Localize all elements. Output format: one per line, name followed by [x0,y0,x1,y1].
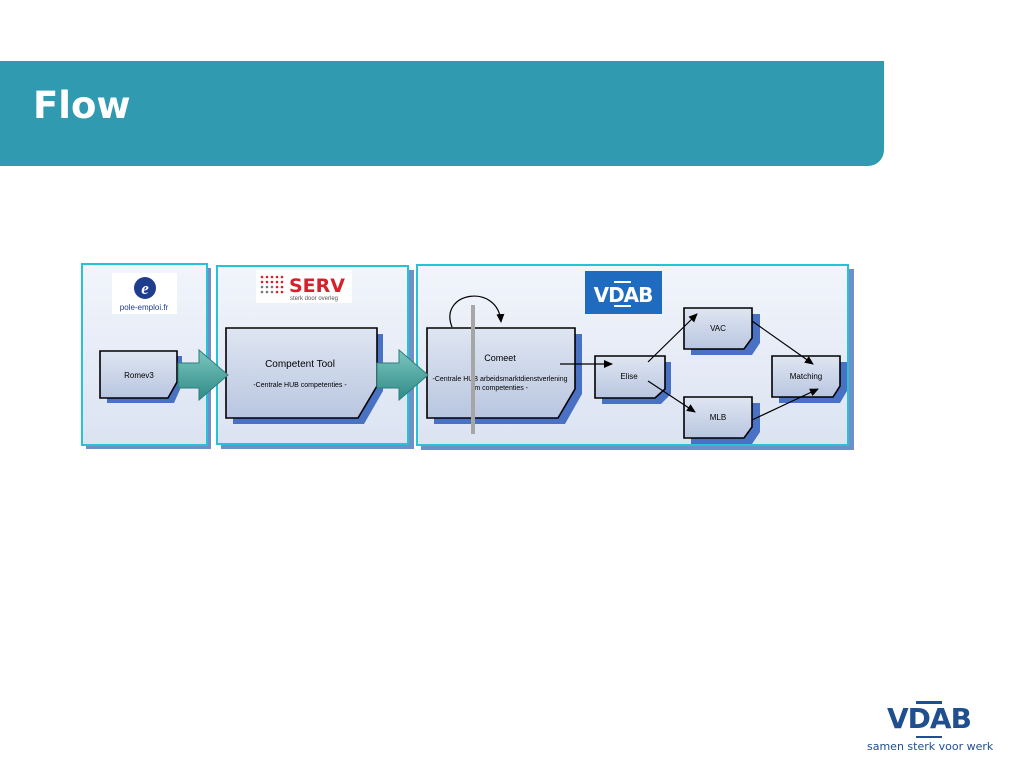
pole-emploi-logo: e pole-emploi.fr [112,273,177,314]
comeet-subtitle-1: -Centrale HUB arbeidsmarktdienstverlenin… [432,376,567,383]
svg-text:e: e [141,279,149,298]
competent-tool-subtitle: -Centrale HUB competenties - [253,382,347,389]
node-elise: Elise [594,355,671,404]
romev3-label: Romev3 [124,371,154,380]
node-competent-tool: Competent Tool -Centrale HUB competentie… [225,327,383,424]
competent-tool-title: Competent Tool [265,359,335,370]
footer-tagline: samen sterk voor werk [867,740,994,753]
serv-logo: SERV sterk door overleg [256,270,352,303]
title-banner [0,61,884,166]
footer-vdab-logo: VDAB samen sterk voor werk [860,700,1000,760]
loop-arrow [449,295,505,328]
vdab-panel-logo: VDAB [585,271,662,314]
arrow-mlb-matching [751,388,819,421]
elise-label: Elise [620,372,638,381]
vac-label: VAC [710,324,726,333]
vdab-panel-logo-text: VDAB [594,283,653,307]
arrow-elise-mlb [647,380,696,413]
serv-tagline: sterk door overleg [290,296,338,302]
matching-label: Matching [790,372,822,381]
footer-vdab-mark: VDAB [887,702,972,735]
comeet-subtitle-2: rm competenties - [472,385,529,392]
block-arrow-2 [376,348,429,402]
node-comeet: Comeet -Centrale HUB arbeidsmarktdienstv… [426,327,582,424]
node-vac: VAC [683,307,760,355]
mlb-label: MLB [710,413,726,422]
arrow-vac-matching [751,320,814,365]
node-romev3: Romev3 [99,350,182,403]
arrow-elise-vac [647,313,698,363]
node-matching: Matching [771,355,847,403]
slide-title: Flow [33,84,131,127]
pole-emploi-text: pole-emploi.fr [120,303,169,312]
node-mlb: MLB [683,396,760,444]
comeet-title: Comeet [484,353,516,363]
serv-dots-icon [260,275,284,294]
block-arrow-1 [177,348,229,402]
serv-name: SERV [289,275,345,297]
